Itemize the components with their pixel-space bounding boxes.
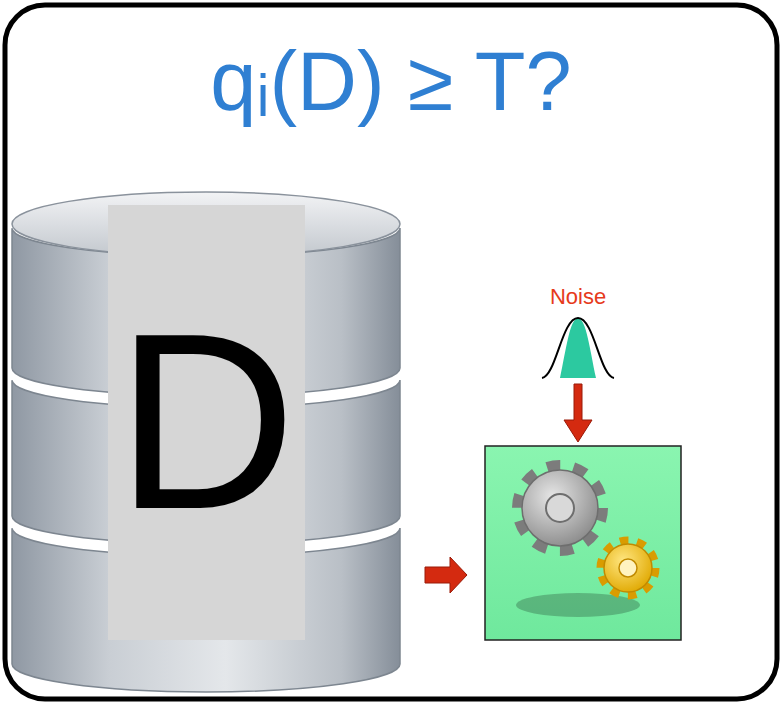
flow-arrow xyxy=(425,557,467,593)
noise-label: Noise xyxy=(550,285,606,309)
noise-curve xyxy=(542,318,614,378)
noise-arrow xyxy=(564,384,592,442)
node-text: D xyxy=(116,297,297,547)
data-label-panel: D xyxy=(108,205,305,640)
mechanism-box xyxy=(485,446,681,640)
database-cylinder xyxy=(12,192,400,692)
title: qᵢ(D) ≥ T? xyxy=(0,40,782,123)
